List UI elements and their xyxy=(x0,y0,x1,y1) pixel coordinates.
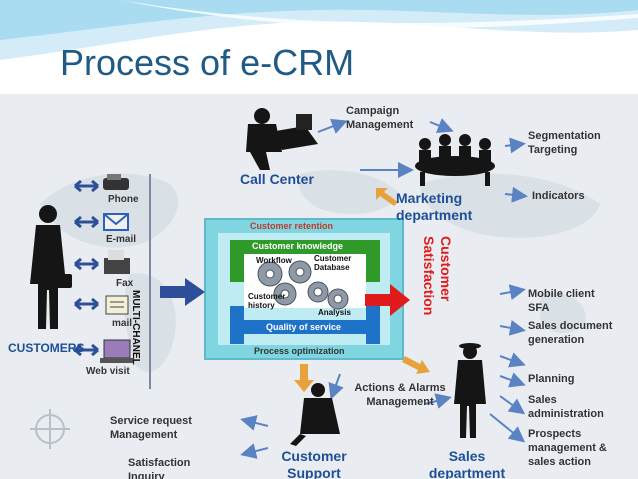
segmentation-targeting-label: Segmentation Targeting xyxy=(528,130,601,156)
satisfaction-inquiry-label: Satisfaction Inquiry xyxy=(128,457,191,479)
channel-arrows xyxy=(74,179,99,357)
sales-output-administration: Sales administration xyxy=(528,394,604,420)
diagram-graphics xyxy=(30,108,600,459)
channel-email: E-mail xyxy=(106,234,137,245)
customer-history-label: Customer history xyxy=(248,292,286,310)
sales-output-prospects: Prospects management & sales action xyxy=(528,428,607,468)
process-optimization-label: Process optimization xyxy=(254,346,345,356)
customer-retention-label: Customer retention xyxy=(250,221,334,231)
flow-arrows xyxy=(240,118,528,459)
mail-icon xyxy=(105,295,129,315)
multichannel-input-arrow xyxy=(160,278,205,306)
gears-icon xyxy=(257,260,349,310)
customer-support-label: Customer Support xyxy=(281,448,347,479)
slide-header: Process of e-CRM xyxy=(0,0,638,94)
customers-label: CUSTOMERS xyxy=(8,341,85,355)
sales-output-mobile: Mobile client SFA xyxy=(528,288,595,314)
customer-satisfaction-label: Customer Satisfaction xyxy=(421,236,454,316)
marketing-department-label: Marketing department xyxy=(396,190,473,223)
sales-output-planning: Planning xyxy=(528,373,575,385)
web-visit-icon xyxy=(100,339,134,363)
indicators-label: Indicators xyxy=(532,190,585,202)
core-process-box xyxy=(204,218,404,360)
customer-database-label: Customer Database xyxy=(314,254,352,272)
service-request-label: Service request Management xyxy=(110,415,192,441)
marketing-meeting-figure xyxy=(415,134,495,186)
page-title: Process of e-CRM xyxy=(60,42,355,83)
satisfaction-arrow xyxy=(365,284,410,316)
call-center-figure xyxy=(246,108,318,170)
quality-of-service-label: Quality of service xyxy=(266,322,342,332)
customer-support-figure xyxy=(290,383,340,446)
campaign-management-label: Campaign Management xyxy=(346,105,414,131)
sales-department-label: Sales department xyxy=(428,448,506,479)
customer-figure xyxy=(30,205,72,329)
channel-mail: mail xyxy=(112,318,133,329)
fax-icon xyxy=(104,250,130,274)
world-map-background xyxy=(40,170,600,373)
analysis-label: Analysis xyxy=(318,308,351,317)
crm-diagram: CUSTOMERS Phone E-mail Fax mail Web visi… xyxy=(0,94,638,479)
channel-web-visit: Web visit xyxy=(86,366,130,377)
customer-knowledge-label: Customer knowledge xyxy=(252,241,344,251)
actions-alarms-label: Actions & Alarms Management xyxy=(354,382,446,408)
channel-phone: Phone xyxy=(108,194,139,205)
compass-decoration xyxy=(30,409,70,449)
channel-fax: Fax xyxy=(116,278,134,289)
phone-icon xyxy=(103,174,129,190)
sales-output-document: Sales document generation xyxy=(528,320,613,346)
sales-figure xyxy=(454,343,486,438)
workflow-label: Workflow xyxy=(256,256,292,265)
email-icon xyxy=(103,213,129,231)
orange-arrows xyxy=(294,188,430,392)
multi-channel-label: MULTI-CHANEL xyxy=(130,290,141,365)
header-swoosh xyxy=(0,0,638,60)
call-center-label: Call Center xyxy=(240,171,314,187)
